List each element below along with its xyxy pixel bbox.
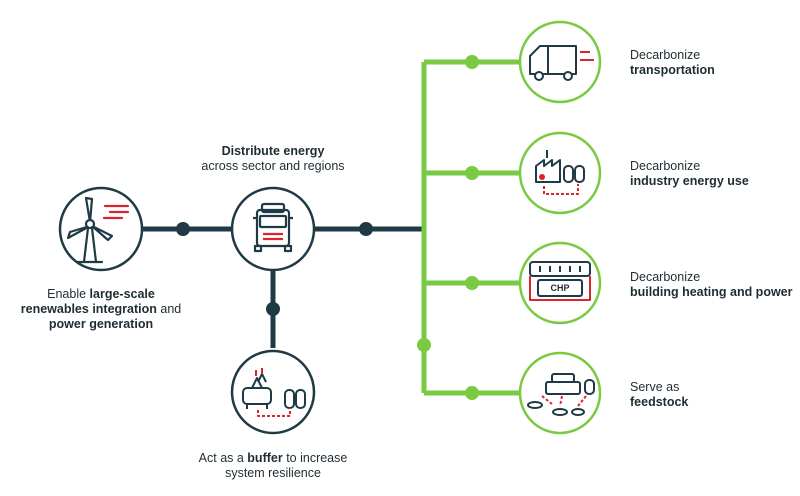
junction-dot	[465, 276, 479, 290]
output-node-feedstock	[518, 351, 602, 435]
output-label-transportation: Decarbonize transportation	[630, 48, 795, 78]
output-label-building: Decarbonize building heating and power	[630, 270, 798, 300]
distribute-node	[230, 186, 316, 272]
wind-label-bold1: large-scale	[89, 287, 155, 301]
output-label-line1: Decarbonize	[630, 159, 701, 173]
green-junction-dots	[417, 55, 479, 400]
distribute-node-circle	[230, 186, 316, 272]
factory-icon	[535, 150, 585, 195]
feedstock-icon	[527, 373, 595, 416]
output-label-line2: transportation	[630, 63, 715, 77]
output-node-industry	[518, 131, 602, 215]
junction-dot	[266, 302, 280, 316]
junction-dot	[465, 386, 479, 400]
junction-dot	[465, 55, 479, 69]
wind-label: Enable large-scale renewables integratio…	[8, 287, 194, 332]
output-label-line2: industry energy use	[630, 174, 749, 188]
hydrogen-truck-icon	[253, 202, 293, 253]
wind-node	[58, 186, 144, 272]
wind-node-circle	[58, 186, 144, 272]
output-label-industry: Decarbonize industry energy use	[630, 159, 795, 189]
wind-label-bold2: renewables integration	[20, 302, 157, 316]
output-label-line1: Decarbonize	[630, 48, 701, 62]
dark-junction-dots	[176, 222, 373, 316]
output-node-transportation	[518, 20, 602, 104]
wind-label-bold3: power generation	[48, 317, 154, 331]
buffer-label-line2: system resilience	[225, 466, 321, 480]
distribute-label-rest: across sector and regions	[201, 159, 345, 173]
buffer-node	[230, 349, 316, 435]
chp-text: CHP	[550, 283, 570, 293]
green-branches	[421, 59, 520, 396]
buffer-label-post: to increase	[282, 451, 348, 465]
output-label-line1: Serve as	[630, 380, 680, 394]
output-node-building	[518, 241, 602, 325]
buffer-label-pre: Act as a	[198, 451, 248, 465]
truck-icon	[529, 45, 594, 81]
output-label-line2: feedstock	[630, 395, 689, 409]
distribute-label: Distribute energy across sector and regi…	[183, 144, 363, 174]
junction-dot	[176, 222, 190, 236]
wind-label-pre: Enable	[47, 287, 90, 301]
buffer-label-bold: buffer	[247, 451, 283, 465]
storage-tanks-icon	[242, 368, 306, 417]
output-label-feedstock: Serve as feedstock	[630, 380, 795, 410]
output-node-circle	[518, 20, 602, 104]
buffer-label: Act as a buffer to increase system resil…	[178, 451, 368, 481]
junction-dot	[465, 166, 479, 180]
wind-turbine-icon	[66, 196, 130, 264]
wind-label-mid: and	[156, 302, 182, 316]
junction-dot	[359, 222, 373, 236]
chp-unit-icon	[529, 261, 591, 301]
distribute-label-bold: Distribute energy	[221, 144, 325, 158]
output-label-line2: building heating and power	[630, 285, 793, 299]
output-label-line1: Decarbonize	[630, 270, 701, 284]
buffer-node-circle	[230, 349, 316, 435]
junction-dot	[417, 338, 431, 352]
